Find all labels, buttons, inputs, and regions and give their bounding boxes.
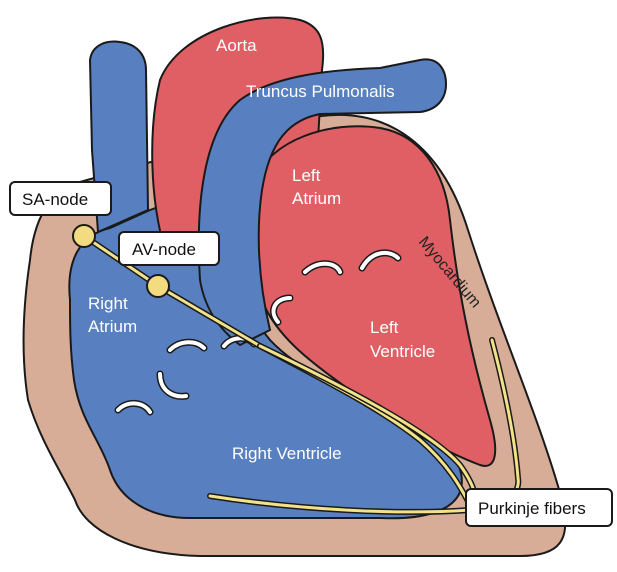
label-left-atrium-1: Left <box>292 166 321 185</box>
callout-purkinje: Purkinje fibers <box>466 489 612 526</box>
label-left-ventricle-1: Left <box>370 318 399 337</box>
label-right-ventricle: Right Ventricle <box>232 444 342 463</box>
av-node-dot <box>147 275 169 297</box>
callout-av-node: AV-node <box>119 232 219 265</box>
sa-node-dot <box>73 225 95 247</box>
label-left-atrium-2: Atrium <box>292 189 341 208</box>
label-right-atrium-1: Right <box>88 294 128 313</box>
label-truncus: Truncus Pulmonalis <box>246 82 395 101</box>
label-right-atrium-2: Atrium <box>88 317 137 336</box>
label-aorta: Aorta <box>216 36 257 55</box>
callout-sa-node-text: SA-node <box>22 190 88 209</box>
callout-purkinje-text: Purkinje fibers <box>478 499 586 518</box>
label-left-ventricle-2: Ventricle <box>370 342 435 361</box>
callout-sa-node: SA-node <box>10 182 111 215</box>
callout-av-node-text: AV-node <box>132 240 196 259</box>
